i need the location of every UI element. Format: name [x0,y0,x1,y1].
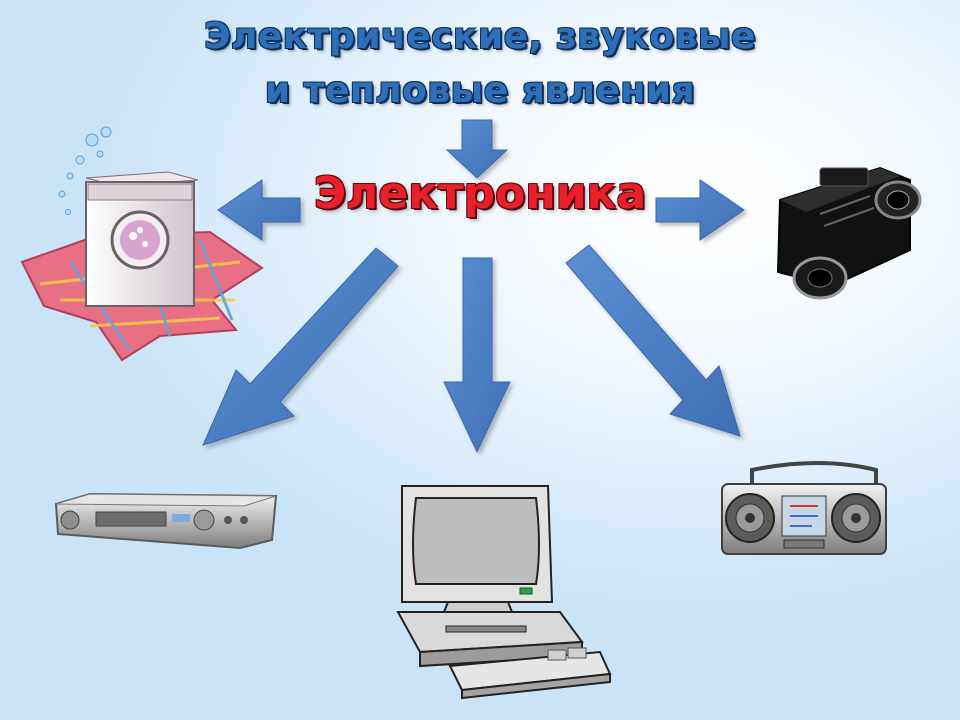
title-line-1: Электрические, звуковые [204,16,756,57]
boombox-icon [721,461,887,555]
arrow-left-washing-machine [217,179,301,241]
title-line-2: и тепловые явления [264,70,696,111]
computer-icon [396,485,612,700]
video-player-icon [54,492,278,550]
center-label-electronics: Электроника [313,168,647,219]
arrow-down-computer [443,257,511,454]
arrow-down-right-boombox [565,244,741,437]
arrow-down-from-title [445,119,509,179]
arrow-down-left-video-player [202,247,399,446]
video-camera-icon [776,166,922,300]
washing-machine-icon [20,126,264,362]
arrow-right-video-camera [655,179,745,241]
